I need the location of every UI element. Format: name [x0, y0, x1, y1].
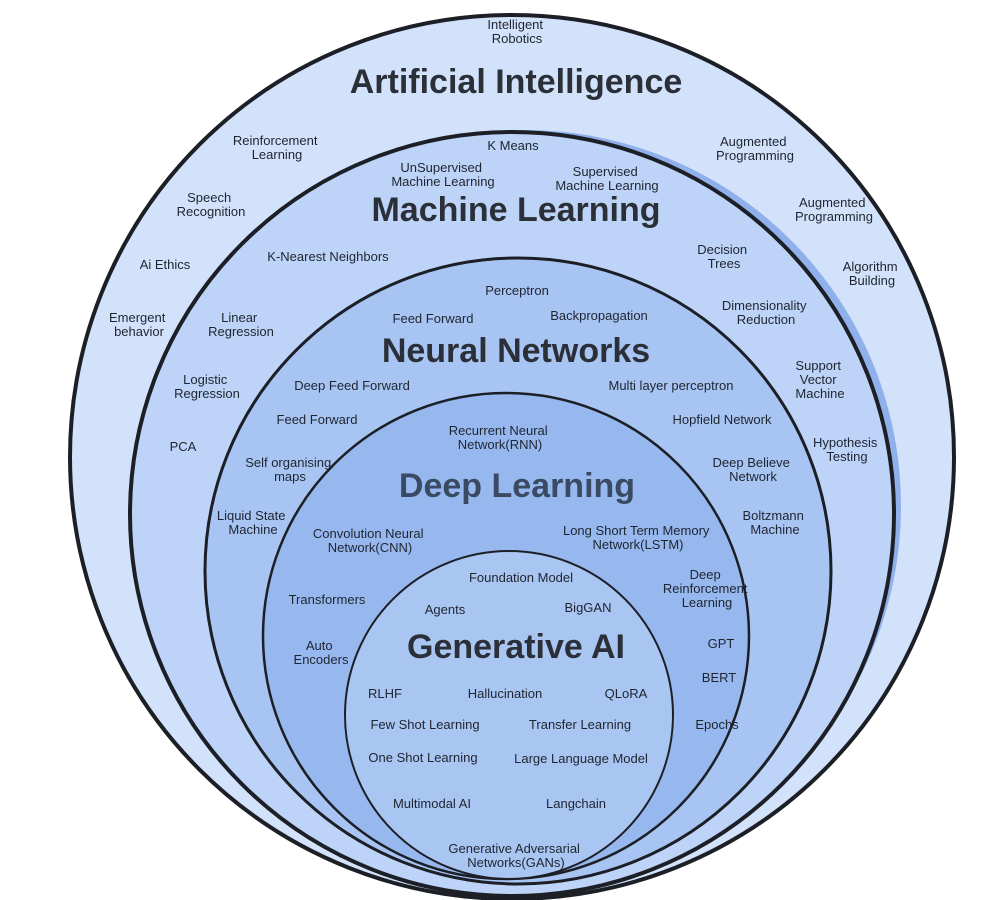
ml-title: Machine Learning	[371, 191, 660, 229]
term-knn: K-Nearest Neighbors	[267, 249, 389, 264]
term-large-language-model: Large Language Model	[514, 751, 648, 766]
term-unsupervised-ml: UnSupervised Machine Learning	[391, 160, 494, 189]
term-deep-believe-network: Deep Believe Network	[713, 455, 794, 484]
term-transfer-learning: Transfer Learning	[529, 717, 631, 732]
term-supervised-ml: Supervised Machine Learning	[555, 164, 658, 193]
term-rnn: Recurrent Neural Network(RNN)	[449, 423, 552, 452]
term-feed-forward-2: Feed Forward	[277, 412, 358, 427]
term-hypothesis-testing: Hypothesis Testing	[813, 435, 881, 464]
term-dimensionality-reduction: Dimensionality Reduction	[722, 298, 810, 327]
term-langchain: Langchain	[546, 796, 606, 811]
term-gans: Generative Adversarial Networks(GANs)	[448, 841, 583, 870]
nn-title: Neural Networks	[382, 332, 650, 370]
term-agents: Agents	[425, 602, 466, 617]
term-svm: Support Vector Machine	[795, 358, 844, 401]
term-cnn: Convolution Neural Network(CNN)	[313, 526, 427, 555]
term-multi-layer-perceptron: Multi layer perceptron	[609, 378, 734, 393]
term-qlora: QLoRA	[605, 686, 648, 701]
term-reinforcement-learning: Reinforcement Learning	[233, 133, 321, 162]
term-biggan: BigGAN	[565, 600, 612, 615]
term-deep-reinforcement-learning: Deep Reinforcement Learning	[663, 567, 751, 610]
term-foundation-model: Foundation Model	[469, 570, 573, 585]
term-linear-regression: Linear Regression	[208, 310, 274, 339]
term-hallucination: Hallucination	[468, 686, 542, 701]
term-multimodal-ai: Multimodal AI	[393, 796, 471, 811]
term-decision-trees: Decision Trees	[697, 242, 750, 271]
term-backpropagation: Backpropagation	[550, 308, 648, 323]
term-boltzmann-machine: Boltzmann Machine	[742, 508, 807, 537]
term-lstm: Long Short Term Memory Network(LSTM)	[563, 523, 713, 552]
ring-generative-ai	[344, 550, 674, 880]
term-bert: BERT	[702, 670, 736, 685]
term-algorithm-building: Algorithm Building	[843, 259, 902, 288]
term-auto-encoders: Auto Encoders	[294, 638, 349, 667]
term-pca: PCA	[170, 439, 197, 454]
term-intelligent-robotics: Intelligent Robotics	[487, 17, 546, 46]
term-speech-recognition: Speech Recognition	[177, 190, 246, 219]
term-transformers: Transformers	[289, 592, 366, 607]
dl-title: Deep Learning	[399, 467, 635, 505]
term-k-means: K Means	[487, 138, 539, 153]
term-feed-forward-1: Feed Forward	[393, 311, 474, 326]
ai-title: Artificial Intelligence	[350, 63, 683, 101]
term-ai-ethics: Ai Ethics	[140, 257, 191, 272]
term-self-organising-maps: Self organising maps	[245, 455, 335, 484]
term-one-shot-learning: One Shot Learning	[368, 750, 477, 765]
term-epochs: Epochs	[695, 717, 739, 732]
term-emergent-behavior: Emergent behavior	[109, 310, 169, 339]
term-liquid-state-machine: Liquid State Machine	[217, 508, 289, 537]
term-augmented-programming-1: Augmented Programming	[716, 134, 794, 163]
term-hopfield-network: Hopfield Network	[673, 412, 772, 427]
term-few-shot-learning: Few Shot Learning	[370, 717, 479, 732]
term-gpt: GPT	[708, 636, 735, 651]
term-deep-feed-forward: Deep Feed Forward	[294, 378, 410, 393]
gen-title: Generative AI	[407, 628, 625, 666]
term-rlhf: RLHF	[368, 686, 402, 701]
term-logistic-regression: Logistic Regression	[174, 372, 240, 401]
term-augmented-programming-2: Augmented Programming	[795, 195, 873, 224]
term-perceptron: Perceptron	[485, 283, 549, 298]
